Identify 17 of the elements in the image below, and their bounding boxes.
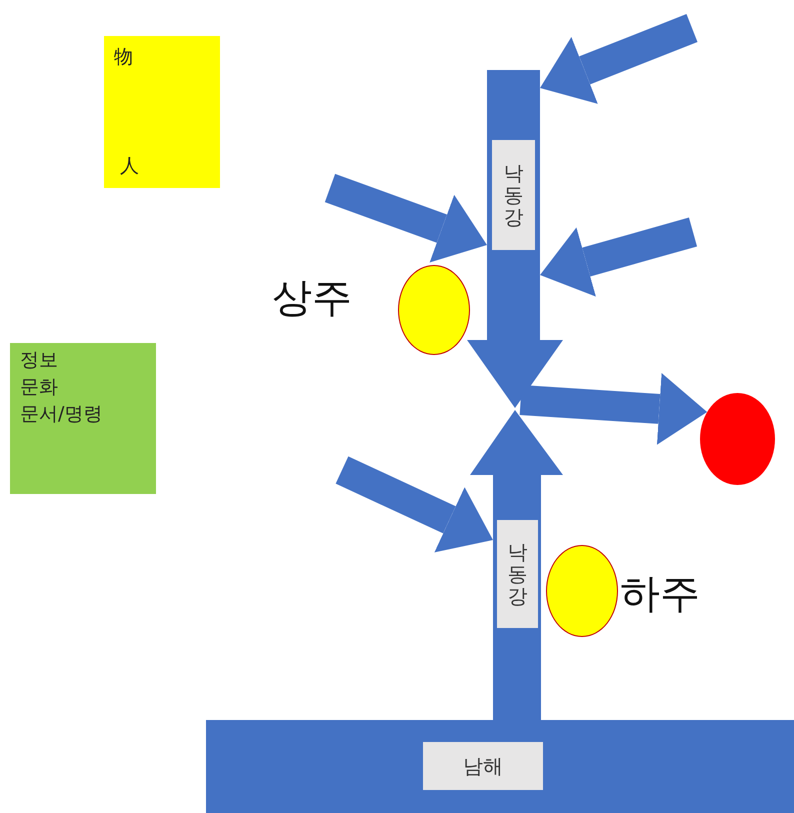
river-label: 낙동강 — [492, 140, 535, 250]
note-text: 物 — [114, 45, 134, 70]
note-text: 人 — [120, 154, 139, 179]
block-arrow — [540, 218, 698, 297]
block-arrow — [324, 174, 487, 262]
note-text: 정보 — [20, 348, 59, 373]
note-text: 문서/명령 — [20, 402, 104, 427]
note-text: 문화 — [20, 375, 59, 400]
river-label: 낙동강 — [497, 520, 538, 628]
note-box — [10, 343, 156, 494]
place-label: 하주 — [620, 570, 700, 619]
sea-label: 남해 — [423, 742, 543, 790]
place-label: 상주 — [272, 274, 352, 323]
block-arrow — [540, 14, 698, 104]
block-arrow — [336, 456, 493, 552]
note-box — [104, 36, 220, 188]
sea-band — [206, 720, 794, 813]
